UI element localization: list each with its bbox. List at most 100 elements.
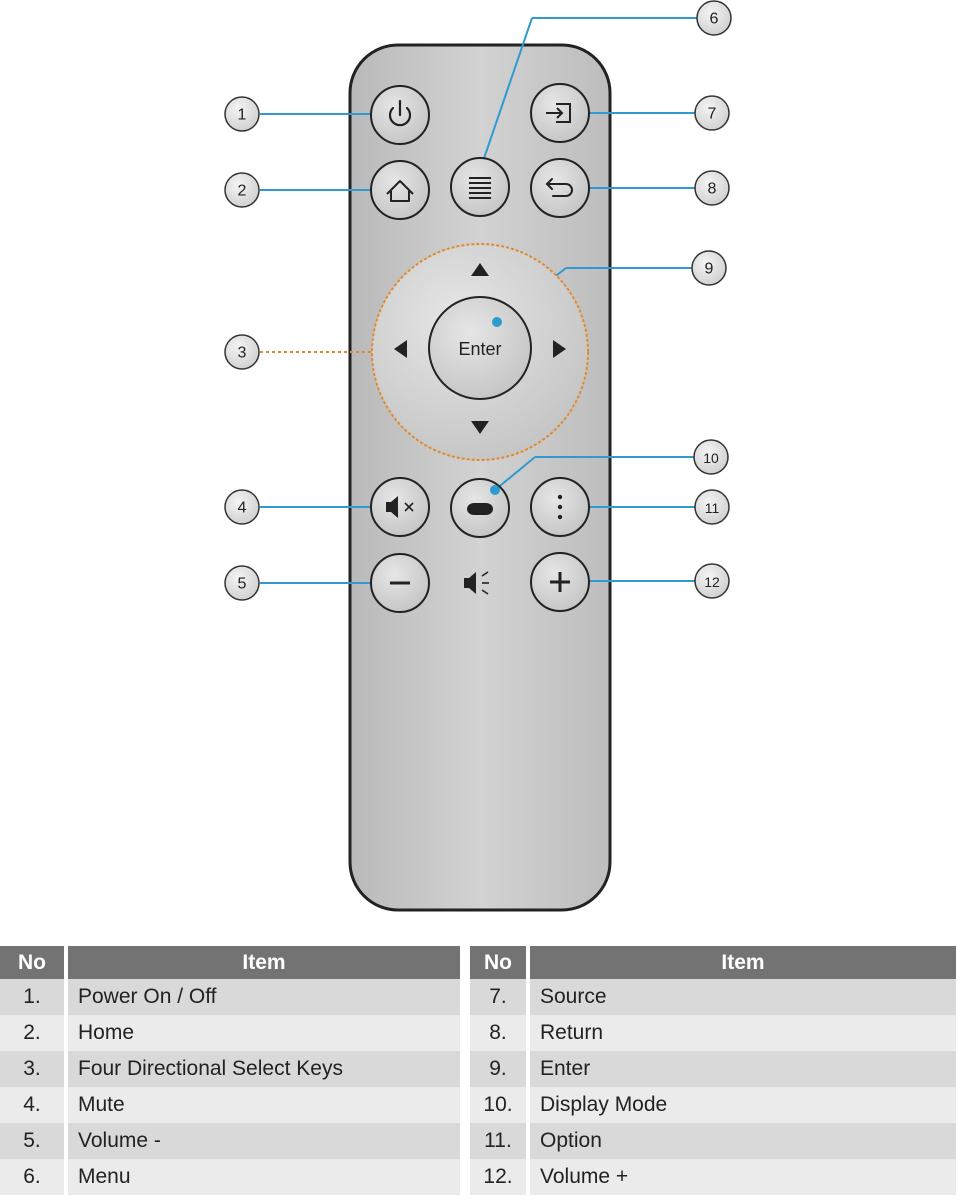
callout-number: 3: [238, 345, 247, 362]
mute-button[interactable]: [370, 477, 430, 537]
row-item: Display Mode: [528, 1087, 956, 1123]
table-row: 5. Volume -: [0, 1123, 460, 1159]
callout-number: 10: [703, 450, 719, 466]
callout-8: 8: [694, 170, 730, 206]
speaker-mute-icon: [386, 496, 414, 518]
row-item: Mute: [66, 1087, 460, 1123]
display-mode-button[interactable]: [450, 478, 510, 538]
row-item: Power On / Off: [66, 979, 460, 1015]
menu-lines-icon: [469, 177, 491, 199]
header-item: Item: [528, 946, 956, 979]
row-item: Menu: [66, 1159, 460, 1195]
callout-3: 3: [224, 334, 260, 370]
row-number: 6.: [0, 1159, 68, 1195]
callout-number: 2: [238, 183, 247, 200]
row-item: Four Directional Select Keys: [66, 1051, 460, 1087]
callout-number: 5: [238, 576, 247, 593]
enter-button[interactable]: Enter: [428, 296, 532, 400]
option-button[interactable]: [530, 477, 590, 537]
table-row: 11. Option: [470, 1123, 956, 1159]
enter-label: Enter: [458, 339, 501, 359]
callout-9: 9: [691, 250, 727, 286]
callout-2: 2: [224, 172, 260, 208]
row-item: Return: [528, 1015, 956, 1051]
callout-number: 1: [238, 107, 247, 124]
enter-leader-dot: [492, 317, 502, 327]
remote-control-diagram: Enter: [224, 0, 732, 912]
callout-7: 7: [694, 95, 730, 131]
leader-line-10b: [494, 456, 536, 491]
table-row: 9. Enter: [470, 1051, 956, 1087]
row-item: Volume -: [66, 1123, 460, 1159]
legend-header-row: No Item: [470, 946, 956, 979]
menu-button[interactable]: [450, 157, 510, 217]
row-number: 11.: [470, 1123, 530, 1159]
plus-icon: [550, 572, 570, 592]
row-item: Volume +: [528, 1159, 956, 1195]
header-item: Item: [66, 946, 460, 979]
callout-12: 12: [694, 563, 730, 599]
source-input-icon: [546, 103, 571, 123]
row-number: 9.: [470, 1051, 530, 1087]
callout-number: 9: [705, 261, 714, 278]
legend-table-left: No Item 1. Power On / Off 2. Home 3. Fou…: [0, 946, 460, 1195]
row-number: 5.: [0, 1123, 68, 1159]
table-row: 8. Return: [470, 1015, 956, 1051]
row-number: 8.: [470, 1015, 530, 1051]
callout-1: 1: [224, 96, 260, 132]
source-button[interactable]: [530, 83, 590, 143]
table-row: 6. Menu: [0, 1159, 460, 1195]
callout-number: 6: [710, 11, 719, 28]
table-row: 2. Home: [0, 1015, 460, 1051]
row-item: Enter: [528, 1051, 956, 1087]
callout-11: 11: [694, 489, 730, 525]
header-no: No: [0, 946, 68, 979]
row-number: 12.: [470, 1159, 530, 1195]
remote-body: [348, 43, 612, 912]
row-number: 4.: [0, 1087, 68, 1123]
row-number: 1.: [0, 979, 68, 1015]
return-button[interactable]: [530, 158, 590, 218]
home-button[interactable]: [370, 160, 430, 220]
callout-number: 12: [704, 574, 720, 590]
display-mode-leader-dot: [490, 485, 500, 495]
row-number: 2.: [0, 1015, 68, 1051]
row-item: Home: [66, 1015, 460, 1051]
callout-number: 11: [705, 500, 720, 516]
row-item: Option: [528, 1123, 956, 1159]
callout-4: 4: [224, 489, 260, 525]
header-no: No: [470, 946, 530, 979]
callout-6: 6: [696, 0, 732, 36]
volume-minus-button[interactable]: [370, 553, 430, 613]
arrow-up-icon[interactable]: [471, 263, 489, 276]
power-icon: [388, 99, 412, 127]
arrow-down-icon[interactable]: [471, 421, 489, 434]
callout-number: 8: [708, 181, 717, 198]
arrow-left-icon[interactable]: [394, 340, 407, 358]
power-button[interactable]: [370, 85, 430, 145]
row-number: 3.: [0, 1051, 68, 1087]
vertical-dots-icon: [557, 494, 563, 520]
row-item: Source: [528, 979, 956, 1015]
table-row: 7. Source: [470, 979, 956, 1015]
callout-5: 5: [224, 565, 260, 601]
table-row: 10. Display Mode: [470, 1087, 956, 1123]
row-number: 10.: [470, 1087, 530, 1123]
speaker-volume-icon: [464, 571, 489, 595]
return-arrow-icon: [545, 178, 573, 197]
home-icon: [386, 180, 414, 202]
leader-line-6b: [479, 17, 533, 171]
table-row: 1. Power On / Off: [0, 979, 460, 1015]
table-row: 4. Mute: [0, 1087, 460, 1123]
callout-number: 7: [708, 106, 717, 123]
legend-header-row: No Item: [0, 946, 460, 979]
arrow-right-icon[interactable]: [553, 340, 566, 358]
volume-plus-button[interactable]: [530, 552, 590, 612]
legend-table-right: No Item 7. Source 8. Return 9. Enter 10.…: [470, 946, 956, 1195]
callout-number: 4: [238, 500, 247, 517]
table-row: 3. Four Directional Select Keys: [0, 1051, 460, 1087]
callout-10: 10: [693, 439, 729, 475]
display-mode-icon: [467, 503, 493, 515]
row-number: 7.: [470, 979, 530, 1015]
table-row: 12. Volume +: [470, 1159, 956, 1195]
